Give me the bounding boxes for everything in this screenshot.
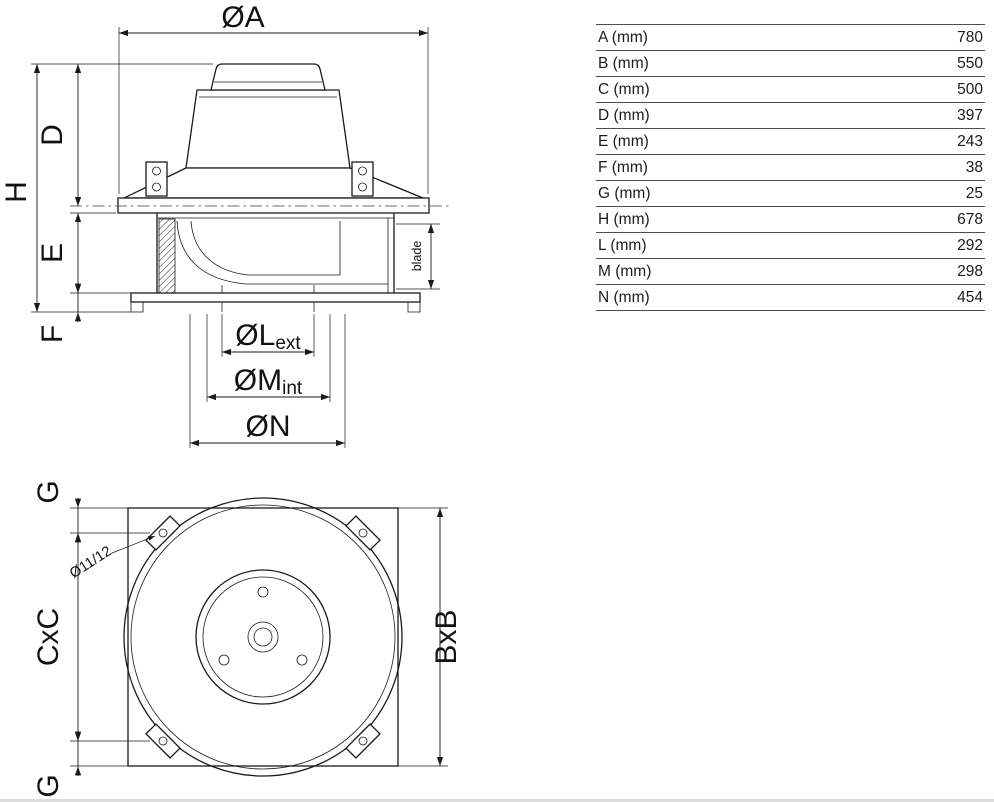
hub-circle xyxy=(195,569,331,705)
dim-m-int: ØMint xyxy=(206,314,331,402)
cowl-outer-circle xyxy=(123,497,403,777)
fan-side-view xyxy=(70,63,449,313)
dim-f: F xyxy=(36,283,82,343)
corner-bracket-top-left xyxy=(145,515,181,551)
dim-value: 780 xyxy=(957,28,983,46)
dim-value: 243 xyxy=(957,132,983,150)
table-row: B (mm) 550 xyxy=(596,51,985,77)
corner-bracket-bottom-right xyxy=(345,723,381,759)
fan-plan-view xyxy=(123,497,403,777)
dim-cxc: CxC xyxy=(32,533,82,741)
dim-a: ØA xyxy=(118,1,429,194)
dim-name: C (mm) xyxy=(598,80,650,98)
dim-value: 397 xyxy=(957,106,983,124)
dim-value: 25 xyxy=(965,184,983,202)
dim-name: F (mm) xyxy=(598,158,648,176)
dim-l-label: ØLext xyxy=(235,319,301,354)
dim-value: 678 xyxy=(957,210,983,228)
table-row: M (mm) 298 xyxy=(596,259,985,285)
table-row: F (mm) 38 xyxy=(596,155,985,181)
base-housing xyxy=(156,213,395,312)
dim-e: E xyxy=(36,212,131,294)
dim-d: D xyxy=(36,64,82,206)
center-hole xyxy=(247,621,279,653)
technical-drawing: ØA H D E F blade xyxy=(0,1,463,798)
table-row: H (mm) 678 xyxy=(596,207,985,233)
dim-l-ext: ØLext xyxy=(221,314,315,357)
dim-value: 38 xyxy=(965,158,983,176)
dim-bxb-label: BxB xyxy=(430,609,463,664)
page-bottom-divider xyxy=(0,799,994,802)
mounting-bracket-left xyxy=(145,161,168,197)
volute-curve xyxy=(176,220,247,285)
table-row: N (mm) 454 xyxy=(596,285,985,311)
table-row: G (mm) 25 xyxy=(596,181,985,207)
dim-name: N (mm) xyxy=(598,288,650,306)
dim-h: H xyxy=(0,63,213,313)
corner-bracket-bottom-left xyxy=(145,723,181,759)
dim-value: 500 xyxy=(957,80,983,98)
dim-blade: blade xyxy=(396,223,440,290)
dim-name: G (mm) xyxy=(598,184,651,202)
base-plate xyxy=(117,197,430,214)
table-row: A (mm) 780 xyxy=(596,25,985,51)
bottom-flange xyxy=(130,292,421,313)
dimensions-table: A (mm) 780 B (mm) 550 C (mm) 500 D (mm) … xyxy=(596,24,985,311)
table-row: D (mm) 397 xyxy=(596,103,985,129)
table-row: L (mm) 292 xyxy=(596,233,985,259)
dim-g-bottom-label: G xyxy=(32,774,65,797)
dim-name: B (mm) xyxy=(598,54,649,72)
corner-bracket-top-right xyxy=(345,515,381,551)
dim-a-label: ØA xyxy=(221,1,264,34)
dim-e-label: E xyxy=(36,243,69,263)
blade-label: blade xyxy=(410,241,424,272)
hub-bolt-hole xyxy=(257,586,269,598)
dim-d-label: D xyxy=(36,124,69,146)
dim-g-top-label: G xyxy=(32,480,65,503)
dim-n: ØN xyxy=(189,314,346,448)
dim-name: H (mm) xyxy=(598,210,650,228)
dim-name: A (mm) xyxy=(598,28,648,46)
fan-cowl xyxy=(185,89,351,169)
motor-cap xyxy=(210,63,326,91)
dim-name: D (mm) xyxy=(598,106,650,124)
table-row: C (mm) 500 xyxy=(596,77,985,103)
dim-g-top: G xyxy=(32,480,82,543)
hatched-curb xyxy=(158,218,176,294)
hub-bolt-hole xyxy=(296,654,308,666)
roof-skirt xyxy=(117,167,430,214)
dim-value: 298 xyxy=(957,262,983,280)
dim-value: 454 xyxy=(957,288,983,306)
hole-diameter-label: Ø11/12 xyxy=(67,543,115,582)
mounting-bracket-right xyxy=(351,161,374,197)
dim-name: E (mm) xyxy=(598,132,649,150)
dim-g-bottom: G xyxy=(32,731,82,798)
dim-name: M (mm) xyxy=(598,262,652,280)
dim-value: 292 xyxy=(957,236,983,254)
dim-name: L (mm) xyxy=(598,236,647,254)
base-plate-plan xyxy=(127,507,399,767)
dim-f-label: F xyxy=(36,325,69,343)
table-row: E (mm) 243 xyxy=(596,129,985,155)
side-dimensions: ØA H D E F blade xyxy=(0,1,440,448)
dim-value: 550 xyxy=(957,54,983,72)
dim-cxc-label: CxC xyxy=(32,608,65,666)
hub-bolt-hole xyxy=(218,654,230,666)
dim-bxb: BxB xyxy=(398,507,463,767)
dim-m-label: ØMint xyxy=(234,364,303,399)
dim-h-label: H xyxy=(0,181,33,203)
dim-n-label: ØN xyxy=(246,410,291,443)
